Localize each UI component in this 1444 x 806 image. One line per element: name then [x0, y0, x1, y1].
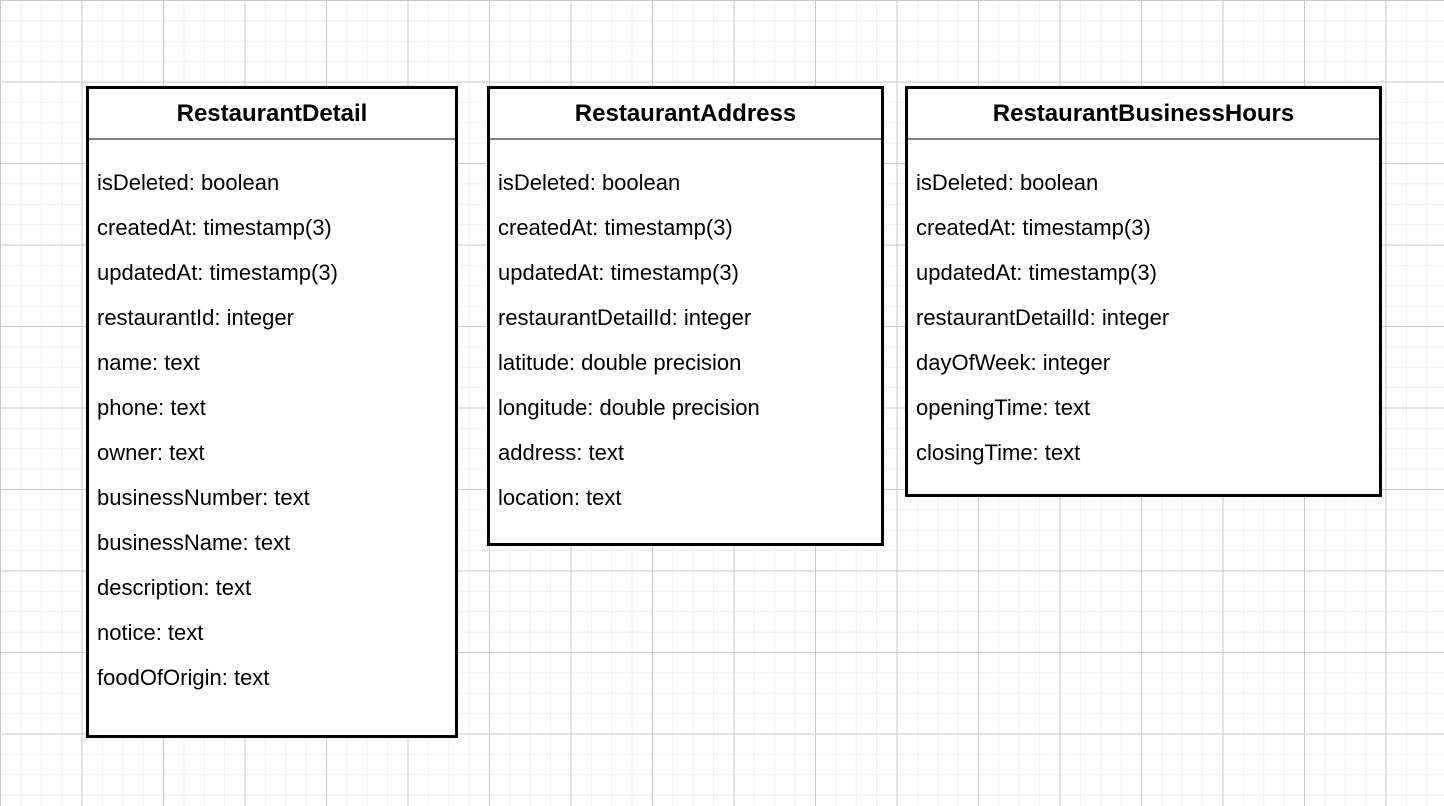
attribute-row: dayOfWeek: integer — [916, 350, 1111, 375]
attribute-row: isDeleted: boolean — [97, 170, 280, 195]
entity-title: RestaurantAddress — [574, 99, 797, 127]
entity-restaurant-address[interactable]: RestaurantAddress isDeleted: boolean crea… — [487, 86, 884, 546]
attribute-row: owner: text — [97, 440, 205, 465]
entity-title: RestaurantDetail — [176, 99, 368, 127]
attribute-row: location: text — [498, 485, 622, 510]
entity-attribute-list: isDeleted: boolean createdAt: timestamp(3… — [89, 140, 455, 700]
attribute-row: createdAt: timestamp(3) — [97, 215, 332, 240]
attribute-row: restaurantDetailId: integer — [916, 305, 1170, 330]
attribute-row: longitude: double precision — [498, 395, 760, 420]
attribute-row: openingTime: text — [916, 395, 1091, 420]
attribute-row: notice: text — [97, 620, 204, 645]
attribute-row: updatedAt: timestamp(3) — [498, 260, 739, 285]
attribute-row: updatedAt: timestamp(3) — [916, 260, 1157, 285]
attribute-row: address: text — [498, 440, 624, 465]
attribute-row: restaurantId: integer — [97, 305, 294, 330]
attribute-row: description: text — [97, 575, 252, 600]
attribute-row: businessName: text — [97, 530, 291, 555]
entity-header: RestaurantBusinessHours — [908, 89, 1379, 140]
attribute-row: createdAt: timestamp(3) — [498, 215, 733, 240]
entity-header: RestaurantAddress — [490, 89, 881, 140]
attribute-row: phone: text — [97, 395, 206, 420]
entity-restaurant-business-hours[interactable]: RestaurantBusinessHours isDeleted: boole… — [905, 86, 1382, 497]
attribute-row: name: text — [97, 350, 200, 375]
entity-attribute-list: isDeleted: boolean createdAt: timestamp(3… — [490, 140, 881, 520]
entity-attribute-list: isDeleted: boolean createdAt: timestamp(3… — [908, 140, 1379, 475]
attribute-row: foodOfOrigin: text — [97, 665, 270, 690]
attribute-row: businessNumber: text — [97, 485, 310, 510]
entity-restaurant-detail[interactable]: RestaurantDetail isDeleted: boolean creat… — [86, 86, 458, 738]
attribute-row: createdAt: timestamp(3) — [916, 215, 1151, 240]
attribute-row: restaurantDetailId: integer — [498, 305, 752, 330]
attribute-row: isDeleted: boolean — [916, 170, 1099, 195]
attribute-row: isDeleted: boolean — [498, 170, 681, 195]
attribute-row: closingTime: text — [916, 440, 1081, 465]
attribute-row: updatedAt: timestamp(3) — [97, 260, 338, 285]
attribute-row: latitude: double precision — [498, 350, 742, 375]
entity-header: RestaurantDetail — [89, 89, 455, 140]
entity-title: RestaurantBusinessHours — [992, 99, 1295, 127]
